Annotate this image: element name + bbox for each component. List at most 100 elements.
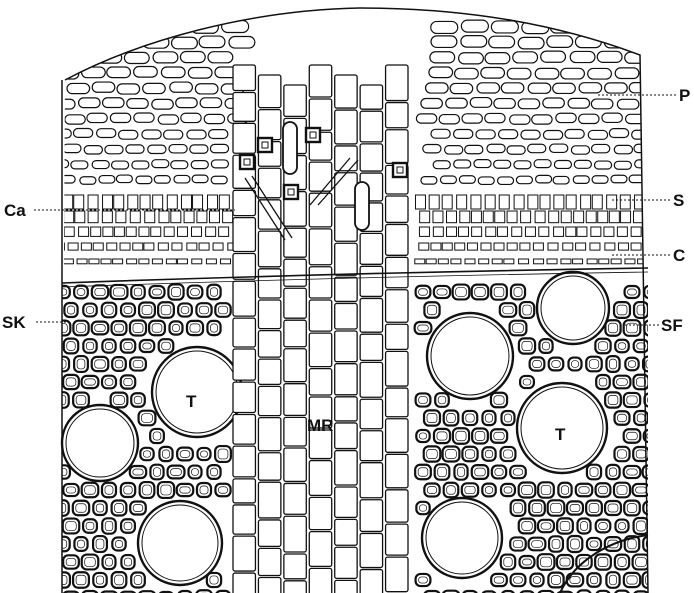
cambium-cell [587,259,597,264]
fiber-cell [416,430,429,442]
bark-cell [470,98,492,108]
fiber-cell [596,520,611,533]
fiber-cell [63,519,80,534]
fiber-cell [463,411,477,425]
bark-cell [42,52,67,63]
bark-cell [134,113,154,122]
fiber-cell [462,483,478,496]
cambium-cell [611,259,621,264]
bark-cell [536,175,552,183]
cambium-cell [512,227,522,236]
cambium-cell [457,195,467,209]
ray-cell [233,505,255,534]
cambium-cell [193,195,203,209]
bark-cell [571,146,589,154]
ray-cell [335,580,357,593]
ray-cell [386,324,408,349]
bark-cell [73,129,92,138]
fiber-cell [102,483,116,497]
cambium-cell [52,195,62,209]
ray-cell [258,418,280,451]
cambium-cell [89,259,99,264]
fiber-cell [207,573,221,587]
bark-cell [565,129,584,138]
fiber-cell [482,411,495,425]
bark-cell [614,145,632,153]
fiber-cell [549,358,564,371]
vessel [427,313,513,399]
bark-cell [42,114,62,123]
fiber-cell [539,339,552,353]
fiber-cell [93,501,106,515]
bark-cell [652,53,677,64]
fiber-cell [538,520,554,532]
bark-cell [543,130,562,139]
bark-cell [158,115,178,124]
cambium-cell [617,227,627,236]
fiber-cell [74,286,88,299]
cambium-cell [485,195,495,209]
fiber-cell [121,375,135,388]
cambium-cell [181,195,191,209]
fiber-cell [416,574,431,586]
cambium-cell [223,211,233,223]
bark-cell [677,130,694,139]
bark-cell [97,52,122,63]
cambium-cell [113,259,123,264]
cambium-cell [573,259,583,264]
bark-cell [430,52,455,63]
fiber-cell [453,428,469,443]
bark-cell [170,82,193,92]
ray-cell [233,349,255,380]
fiber-cell [92,285,108,298]
cambium-cell [213,243,223,250]
cambium-cell [447,227,457,236]
cambium-cell [646,211,656,223]
bark-cell [199,36,225,48]
cambium-cell [561,259,571,264]
bark-cell [481,67,505,78]
cambium-cell [64,227,74,236]
fiber-cell [93,536,107,552]
fiber-cell [624,501,640,516]
cambium-cell [93,243,103,250]
bark-cell [550,144,568,152]
elongated-crystal [355,182,369,230]
ray-cell [233,318,255,347]
bark-cell [188,67,212,78]
cambium-cell [40,243,50,250]
fiber-cell [644,286,657,298]
ray-cell [309,532,331,567]
cambium-cell [497,227,507,236]
bark-cell [191,161,208,169]
cambium-cell [184,211,194,223]
bark-cell [187,130,206,139]
cambium-cell [77,259,87,264]
bark-cell [507,146,525,154]
ray-cell [233,573,255,593]
ray-cell [309,229,331,265]
bark-cell [112,161,129,169]
fiber-cell [491,574,507,586]
bark-cell [190,145,208,153]
bark-cell [649,176,665,184]
ray-cell [309,193,331,227]
fiber-cell [520,556,535,568]
ray-cell [360,298,382,332]
fiber-cell [549,536,563,551]
ray-cell [309,333,331,367]
fiber-cell [435,464,450,479]
ray-cell [360,500,382,532]
cambium-cell [465,259,475,264]
cambium-cell [140,195,150,209]
fiber-cell [215,446,231,462]
fiber-cell [643,502,658,515]
fiber-cell [519,338,535,353]
label-mr: MR [307,416,333,435]
fiber-cell [102,555,115,569]
bark-cell [162,21,189,33]
bark-cell [521,130,540,139]
ray-cell [284,384,306,416]
cambium-cell [74,195,84,209]
ray-cell [284,516,306,552]
